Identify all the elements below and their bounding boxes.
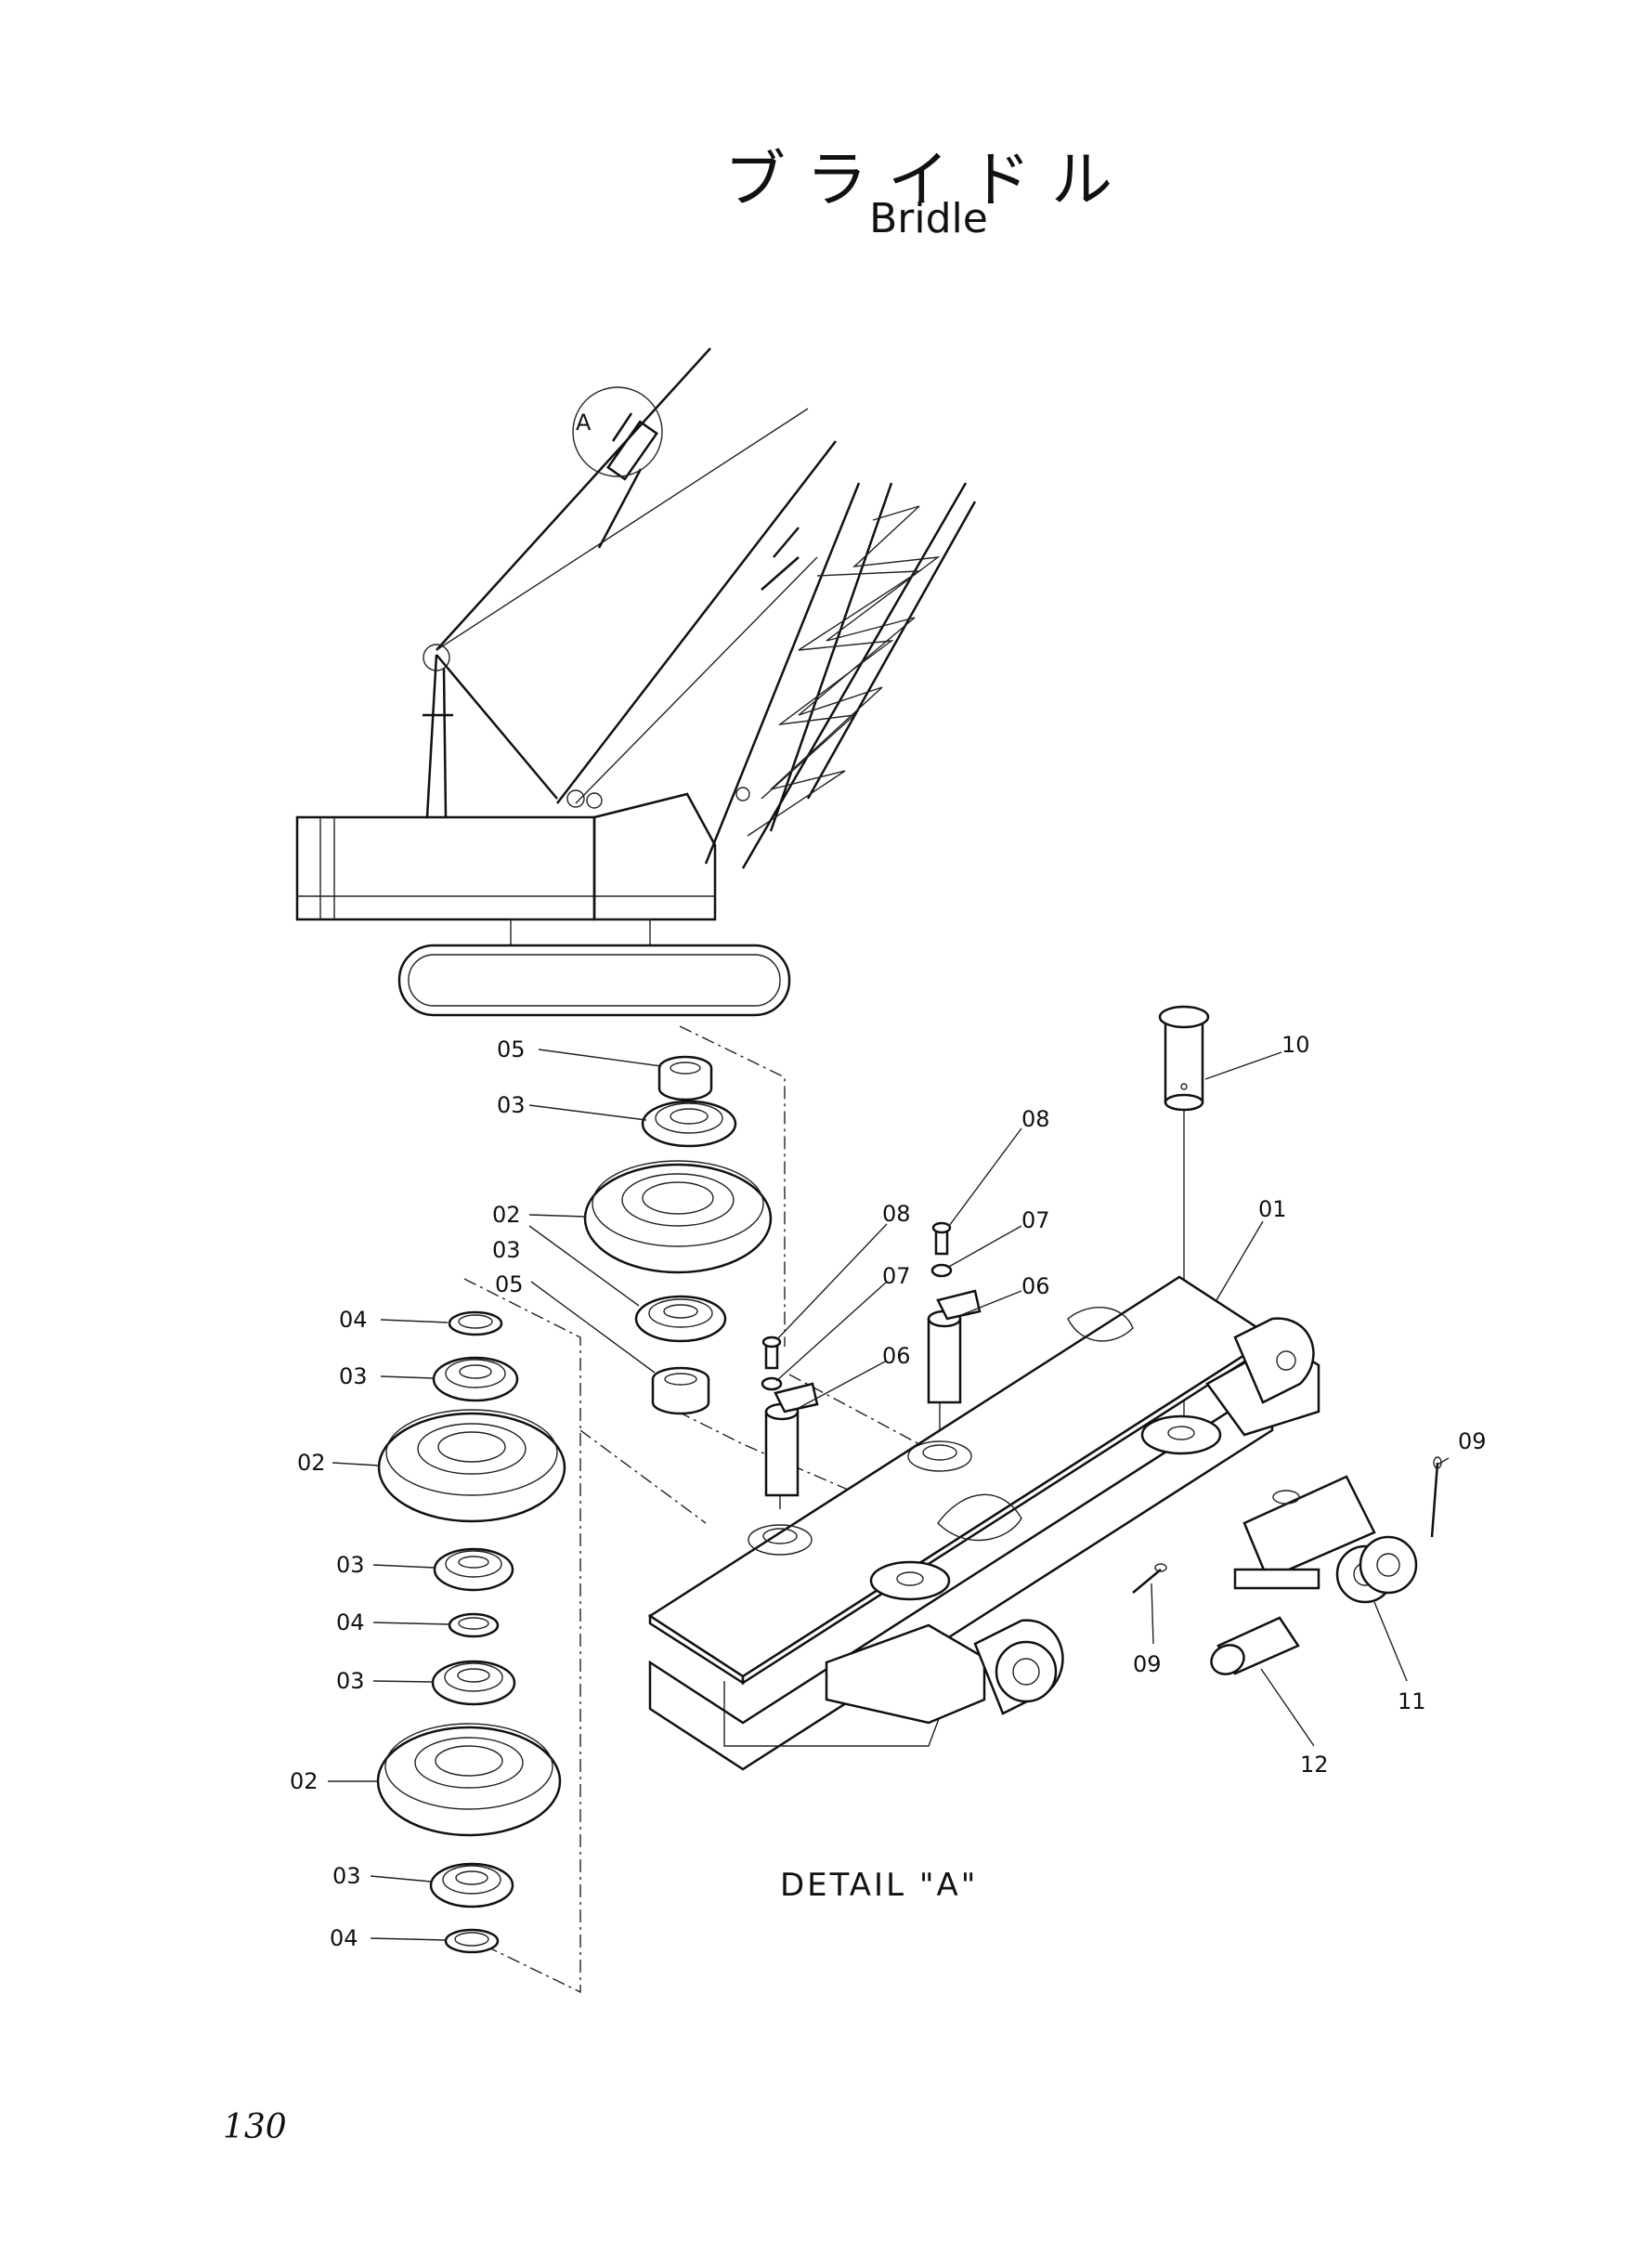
collar-05-upper [657, 1055, 713, 1101]
callout-02: 02 [492, 1202, 521, 1228]
pin-10 [1158, 1005, 1210, 1112]
sheave-02-a [583, 1160, 773, 1274]
sheave-02-b [377, 1409, 566, 1523]
callout-04: 04 [336, 1609, 365, 1635]
bearing-03-e [431, 1660, 516, 1706]
bridle-frame-01 [647, 1275, 1418, 1771]
page-number: 130 [223, 2108, 287, 2146]
callout-05: 05 [497, 1036, 526, 1062]
washer-04-c [444, 1928, 500, 1954]
callout-08: 08 [882, 1201, 911, 1227]
crane-upper-body [295, 789, 717, 921]
pendant-lines [436, 347, 837, 804]
callout-07: 07 [882, 1263, 911, 1289]
callout-03: 03 [339, 1363, 368, 1389]
callout-11: 11 [1398, 1688, 1426, 1714]
callout-03: 03 [336, 1552, 365, 1578]
callout-02: 02 [297, 1450, 326, 1476]
callout-03: 03 [492, 1237, 521, 1263]
crawler-track [397, 919, 791, 1017]
callout-09: 09 [1133, 1651, 1162, 1677]
callout-04: 04 [330, 1925, 358, 1951]
crane-illustration: A [295, 347, 977, 1017]
bearing-03-b [634, 1295, 727, 1343]
callout-10: 10 [1281, 1032, 1310, 1058]
collar-05-lower [651, 1366, 710, 1415]
callout-05: 05 [495, 1271, 524, 1297]
bolt-08-left [761, 1335, 782, 1370]
detail-a-label: A [576, 410, 592, 436]
title-english: Bridle [869, 195, 988, 242]
pin-06-right [927, 1289, 982, 1404]
washer-04-b [448, 1612, 500, 1638]
sheave-02-c [376, 1723, 562, 1837]
callout-08: 08 [1021, 1106, 1050, 1132]
callout-09: 09 [1458, 1428, 1487, 1454]
callout-06: 06 [1021, 1273, 1050, 1299]
lattice-boom [704, 482, 977, 869]
detail-caption: DETAIL "A" [780, 1867, 979, 1904]
callout-03: 03 [336, 1668, 365, 1694]
detail-a-marker: A [572, 386, 663, 477]
bearing-03-d [433, 1547, 514, 1592]
bearing-03-a [641, 1100, 737, 1148]
callout-03: 03 [332, 1863, 361, 1889]
callout-01: 01 [1258, 1196, 1287, 1222]
callout-02: 02 [290, 1768, 319, 1794]
callout-12: 12 [1300, 1752, 1329, 1778]
split-pin-09-center [1132, 1563, 1167, 1594]
title-japanese: ブライドル [724, 144, 1133, 215]
upper-sheave-stack [583, 1055, 773, 1415]
callout-07: 07 [1021, 1207, 1050, 1233]
callout-04: 04 [339, 1307, 368, 1333]
bearing-03-f [429, 1862, 514, 1909]
bolt-08-right [931, 1221, 952, 1256]
left-sheave-stack [376, 1310, 566, 1954]
pin-12 [1210, 1616, 1300, 1675]
pin-06-left [764, 1382, 819, 1497]
part-callouts: 05 03 02 03 05 04 03 02 03 04 03 02 03 0… [290, 1032, 1487, 1951]
washer-04-a [448, 1310, 503, 1336]
bearing-03-c [432, 1356, 519, 1402]
callout-06: 06 [882, 1343, 911, 1369]
split-pin-09-right [1430, 1456, 1442, 1538]
gantry [423, 644, 558, 818]
callout-03: 03 [497, 1092, 526, 1118]
washer-07-right [930, 1263, 953, 1278]
